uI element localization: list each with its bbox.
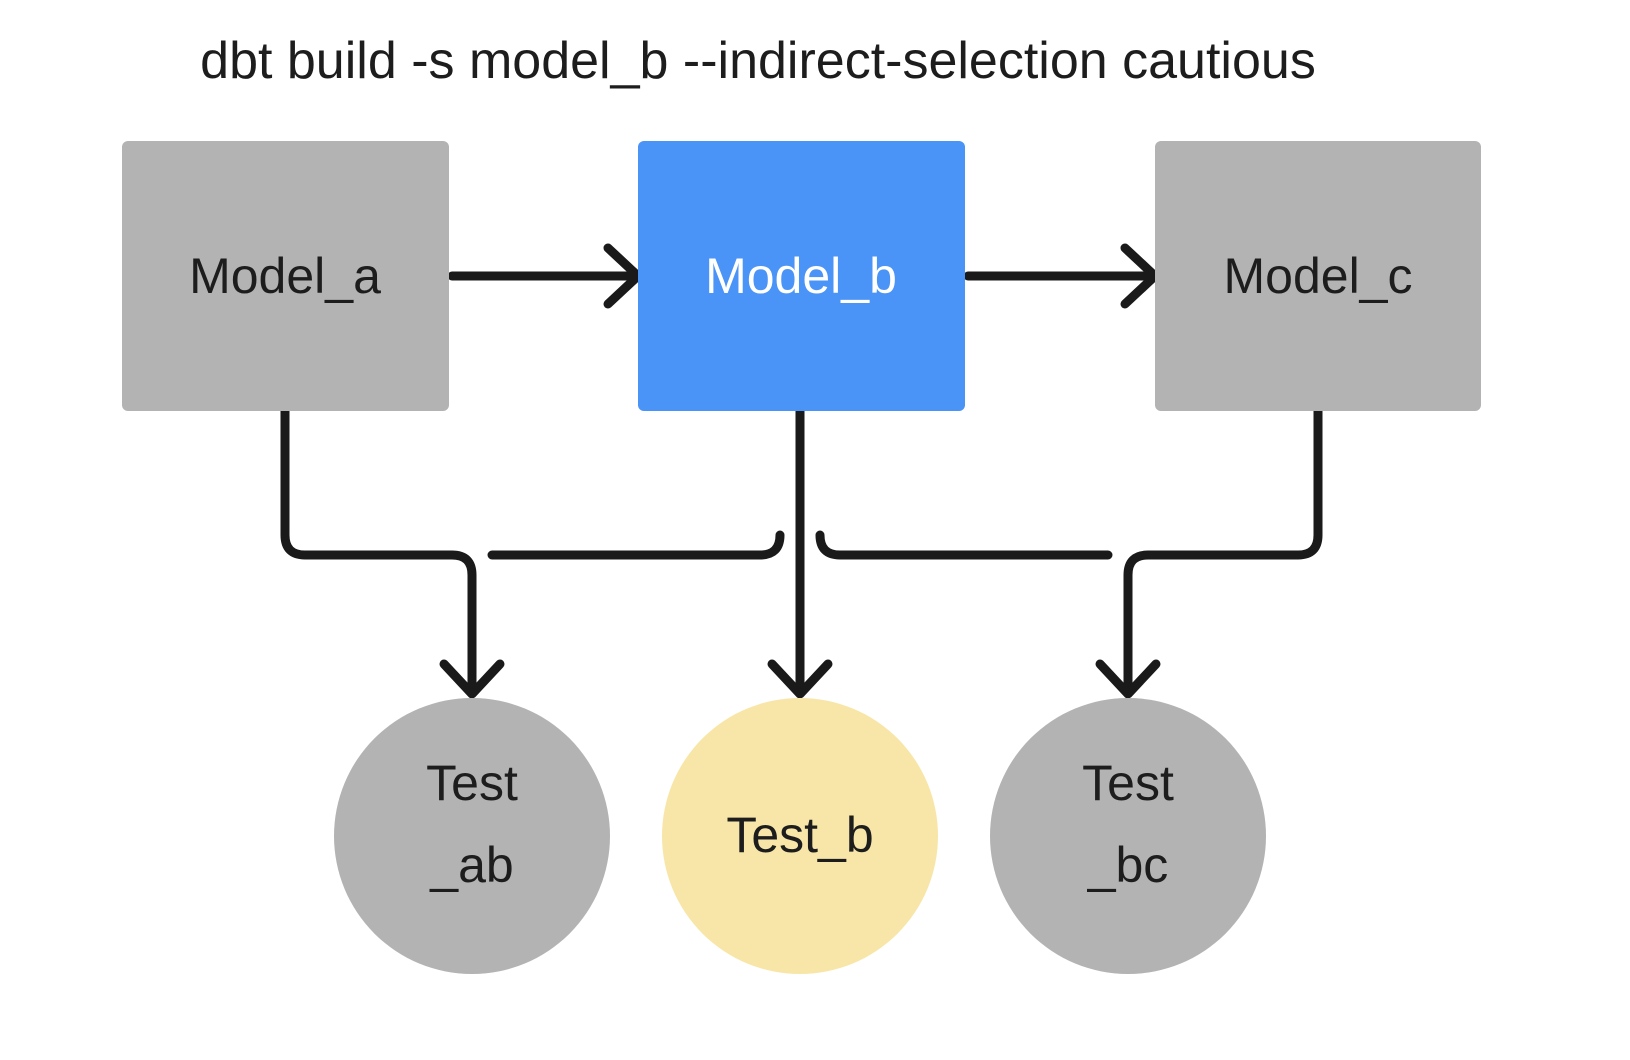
model-node-model-b[interactable]: Model_b <box>638 141 965 411</box>
test-node-test-bc[interactable]: Test _bc <box>990 698 1266 974</box>
test-b-label: Test_b <box>726 807 873 863</box>
model-b-label: Model_b <box>705 248 897 304</box>
edge-line <box>1123 406 1323 695</box>
model-b-box[interactable] <box>638 141 965 411</box>
edge-model-b-to-test-bc <box>815 530 1113 560</box>
edge-model-a-to-model-b <box>447 243 643 309</box>
edge-line <box>815 530 1113 560</box>
test-ab-circle[interactable] <box>334 698 610 974</box>
test-ab-label-line1: Test <box>426 755 518 811</box>
diagram-title: dbt build -s model_b --indirect-selectio… <box>200 32 1316 90</box>
model-a-box[interactable] <box>122 141 449 411</box>
test-bc-label-line1: Test <box>1082 755 1174 811</box>
edge-model-a-to-test-ab <box>280 406 505 699</box>
model-node-model-a[interactable]: Model_a <box>122 141 449 411</box>
test-bc-label-line2: _bc <box>1087 837 1169 893</box>
edge-line <box>280 406 477 695</box>
edge-model-c-to-test-bc <box>1095 406 1323 699</box>
edge-model-b-to-test-ab <box>487 530 785 560</box>
model-node-model-c[interactable]: Model_c <box>1155 141 1481 411</box>
test-bc-circle[interactable] <box>990 698 1266 974</box>
model-c-label: Model_c <box>1224 248 1413 304</box>
model-c-box[interactable] <box>1155 141 1481 411</box>
edge-layer <box>280 243 1323 699</box>
edge-model-b-to-model-c <box>963 243 1160 309</box>
test-node-test-ab[interactable]: Test _ab <box>334 698 610 974</box>
edge-model-b-to-test-b <box>767 406 833 699</box>
test-node-test-b[interactable]: Test_b <box>662 698 938 974</box>
arrow-head-icon <box>1095 659 1161 699</box>
model-a-label: Model_a <box>189 248 381 304</box>
edge-line <box>487 530 785 560</box>
arrow-head-icon <box>439 659 505 699</box>
test-b-circle[interactable] <box>662 698 938 974</box>
arrow-head-icon <box>767 659 833 699</box>
test-ab-label-line2: _ab <box>429 837 513 893</box>
